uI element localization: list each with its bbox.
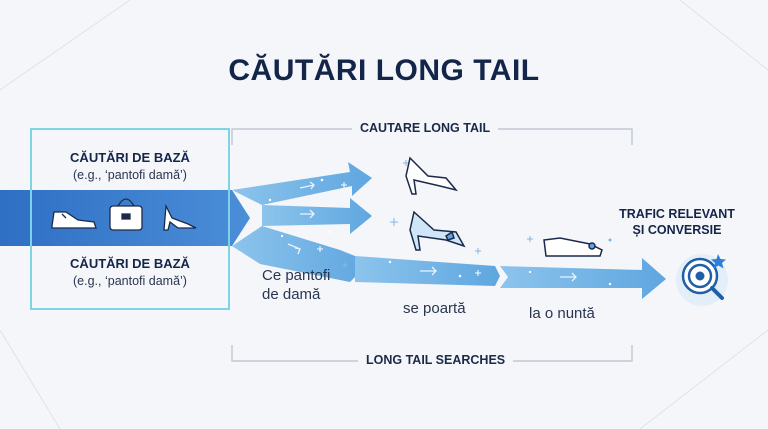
- top-bracket-title: CAUTARE LONG TAIL: [352, 121, 499, 135]
- step-one-label: Ce pantofi de damă: [262, 266, 330, 304]
- handbag-icon: [109, 198, 143, 231]
- segment-three: [500, 258, 666, 299]
- step-three-label: la o nuntă: [529, 305, 595, 322]
- base-top-heading: CĂUTĂRI DE BAZĂ: [70, 150, 190, 165]
- bow-heel-icon: [409, 210, 466, 251]
- step-two-label: se poartă: [403, 300, 466, 317]
- step-one-line2: de damă: [262, 286, 321, 303]
- branch-upper: [232, 162, 372, 205]
- bottom-bracket-title: LONG TAIL SEARCHES: [358, 353, 514, 367]
- shoe-icon: [51, 211, 97, 229]
- result-line2: ȘI CONVERSIE: [632, 223, 722, 237]
- base-bottom-heading: CĂUTĂRI DE BAZĂ: [70, 256, 190, 271]
- flat-shoe-icon: [543, 237, 603, 257]
- result-line1: TRAFIC RELEVANT: [619, 207, 735, 221]
- base-bottom-example: (e.g., ‘pantofi damă’): [73, 274, 187, 288]
- branch-lower: [232, 226, 370, 282]
- high-heel-icon: [163, 203, 197, 231]
- step-one-line1: Ce pantofi: [262, 267, 331, 284]
- branch-middle: [262, 198, 372, 234]
- result-label: TRAFIC RELEVANT ȘI CONVERSIE: [612, 206, 742, 238]
- pump-icon: [405, 156, 459, 195]
- target-search-icon: [676, 254, 728, 306]
- base-top-example: (e.g., ‘pantofi damă’): [73, 168, 187, 182]
- page-title: CĂUTĂRI LONG TAIL: [228, 54, 540, 87]
- base-searches-box: [30, 128, 230, 310]
